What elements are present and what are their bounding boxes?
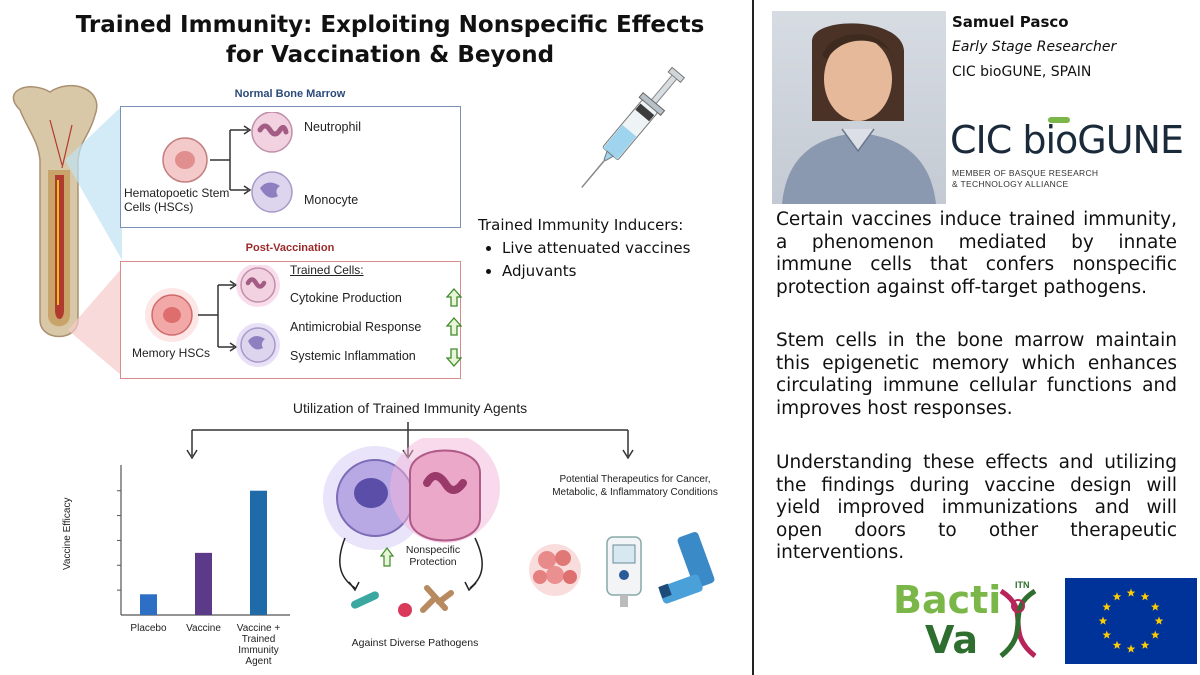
chart-x-label: Placebo bbox=[130, 623, 167, 634]
column-divider bbox=[752, 0, 754, 675]
therapeutics-label: Potential Therapeutics for Cancer, Metab… bbox=[552, 474, 718, 498]
bacterium-icon bbox=[351, 591, 379, 609]
eu-star-icon bbox=[1102, 630, 1112, 639]
memory-hsc-label: Memory HSCs bbox=[132, 346, 211, 360]
neutrophil-label: Neutrophil bbox=[304, 120, 361, 134]
normal-heading: Normal Bone Marrow bbox=[234, 88, 346, 100]
dna-helix-icon bbox=[999, 588, 1037, 658]
cic-logo-sub1: MEMBER OF BASQUE RESEARCH bbox=[952, 168, 1099, 178]
effect-label-2: Systemic Inflammation bbox=[290, 349, 416, 363]
researcher-role: Early Stage Researcher bbox=[952, 39, 1117, 55]
down-arrow-icon bbox=[446, 348, 462, 367]
inducers-block: Trained Immunity Inducers: Live attenuat… bbox=[478, 214, 748, 283]
normal-diagram bbox=[162, 112, 293, 213]
inducer-item: Live attenuated vaccines bbox=[502, 237, 748, 260]
eu-star-icon bbox=[1126, 644, 1136, 653]
effect-label-0: Cytokine Production bbox=[290, 291, 402, 305]
eu-star-icon bbox=[1150, 602, 1160, 611]
virus-icon bbox=[398, 603, 412, 617]
bactivax-line2: Va bbox=[925, 618, 978, 662]
chart-y-ticks bbox=[117, 490, 121, 591]
post-heading: Post-Vaccination bbox=[245, 242, 335, 254]
researcher-photo bbox=[772, 11, 946, 204]
syringe-icon bbox=[581, 66, 686, 188]
person-silhouette-icon bbox=[782, 23, 936, 204]
trained-cells-title: Trained Cells: bbox=[290, 263, 364, 277]
hsc-nucleus bbox=[175, 151, 195, 169]
cic-logo-text-a: CIC bbox=[950, 118, 1023, 162]
effect-arrows bbox=[446, 288, 462, 367]
cic-biogune-logo: CIC bioGUNE bbox=[950, 118, 1184, 162]
therapeutics-icons bbox=[529, 531, 715, 607]
cic-logo-subtitle: MEMBER OF BASQUE RESEARCH & TECHNOLOGY A… bbox=[952, 168, 1098, 190]
bactivax-line1: Bacti bbox=[893, 578, 1002, 622]
inducers-title: Trained Immunity Inducers: bbox=[478, 216, 684, 234]
bactivax-logo: Bacti Va ITN bbox=[893, 578, 1053, 668]
chart-bars bbox=[140, 490, 267, 615]
eu-star-icon bbox=[1150, 630, 1160, 639]
eu-star-icon bbox=[1112, 592, 1122, 601]
pathogens-label: Against Diverse Pathogens bbox=[351, 637, 479, 649]
cic-logo-text-b: bioGUNE bbox=[1022, 118, 1184, 162]
bactivax-itn: ITN bbox=[1015, 580, 1030, 590]
paragraph-3: Understanding these effects and utilizin… bbox=[776, 452, 1177, 563]
neutrophil-large bbox=[409, 449, 481, 542]
chart-bar bbox=[250, 490, 267, 615]
utilization-heading: Utilization of Trained Immunity Agents bbox=[292, 400, 528, 416]
chart-x-label: Vaccine bbox=[186, 623, 221, 634]
hsc-label: Hematopoetic Stem Cells (HSCs) bbox=[124, 186, 230, 214]
eu-flag-icon bbox=[1065, 578, 1197, 664]
monocyte-label: Monocyte bbox=[304, 193, 359, 207]
chart-bar bbox=[195, 552, 212, 615]
efficacy-chart bbox=[117, 465, 290, 616]
poster-title: Trained Immunity: Exploiting Nonspecific… bbox=[75, 12, 705, 68]
bone-illustration bbox=[12, 84, 98, 338]
cancer-cells-icon bbox=[529, 544, 581, 596]
protection-up-arrow-icon bbox=[379, 547, 395, 567]
chart-x-label: Vaccine + Trained Immunity Agent bbox=[236, 623, 281, 667]
zoom-connectors bbox=[65, 106, 122, 376]
eu-star-icon bbox=[1140, 592, 1150, 601]
protection-label: Nonspecific Protection bbox=[405, 544, 461, 568]
fungus-icon bbox=[420, 585, 454, 613]
eu-star-icon bbox=[1126, 588, 1136, 597]
cic-logo-accent bbox=[1048, 117, 1070, 123]
eu-star-icon bbox=[1154, 616, 1164, 625]
eu-star-icon bbox=[1140, 640, 1150, 649]
eu-star-icon bbox=[1112, 640, 1122, 649]
researcher-name: Samuel Pasco bbox=[952, 13, 1069, 31]
researcher-institute: CIC bioGUNE, SPAIN bbox=[952, 64, 1092, 80]
chart-ylabel: Vaccine Efficacy bbox=[62, 497, 73, 570]
up-arrow-icon bbox=[446, 288, 462, 307]
normal-branch-lines bbox=[210, 129, 248, 191]
glucose-meter-icon bbox=[606, 536, 642, 607]
post-diagram bbox=[145, 265, 280, 367]
paragraph-2: Stem cells in the bone marrow maintain t… bbox=[776, 330, 1177, 419]
effect-label-1: Antimicrobial Response bbox=[290, 320, 422, 334]
paragraph-1: Certain vaccines induce trained immunity… bbox=[776, 209, 1177, 298]
eu-star-icon bbox=[1102, 602, 1112, 611]
inducers-list: Live attenuated vaccines Adjuvants bbox=[478, 237, 748, 283]
eu-star-icon bbox=[1098, 616, 1108, 625]
inducer-item: Adjuvants bbox=[502, 260, 748, 283]
chart-bar bbox=[140, 594, 157, 615]
up-arrow-icon-2 bbox=[446, 317, 462, 336]
inhaler-icon bbox=[658, 531, 715, 604]
cic-logo-sub2: & TECHNOLOGY ALLIANCE bbox=[952, 179, 1069, 189]
trained-cells-illustration bbox=[323, 438, 500, 617]
